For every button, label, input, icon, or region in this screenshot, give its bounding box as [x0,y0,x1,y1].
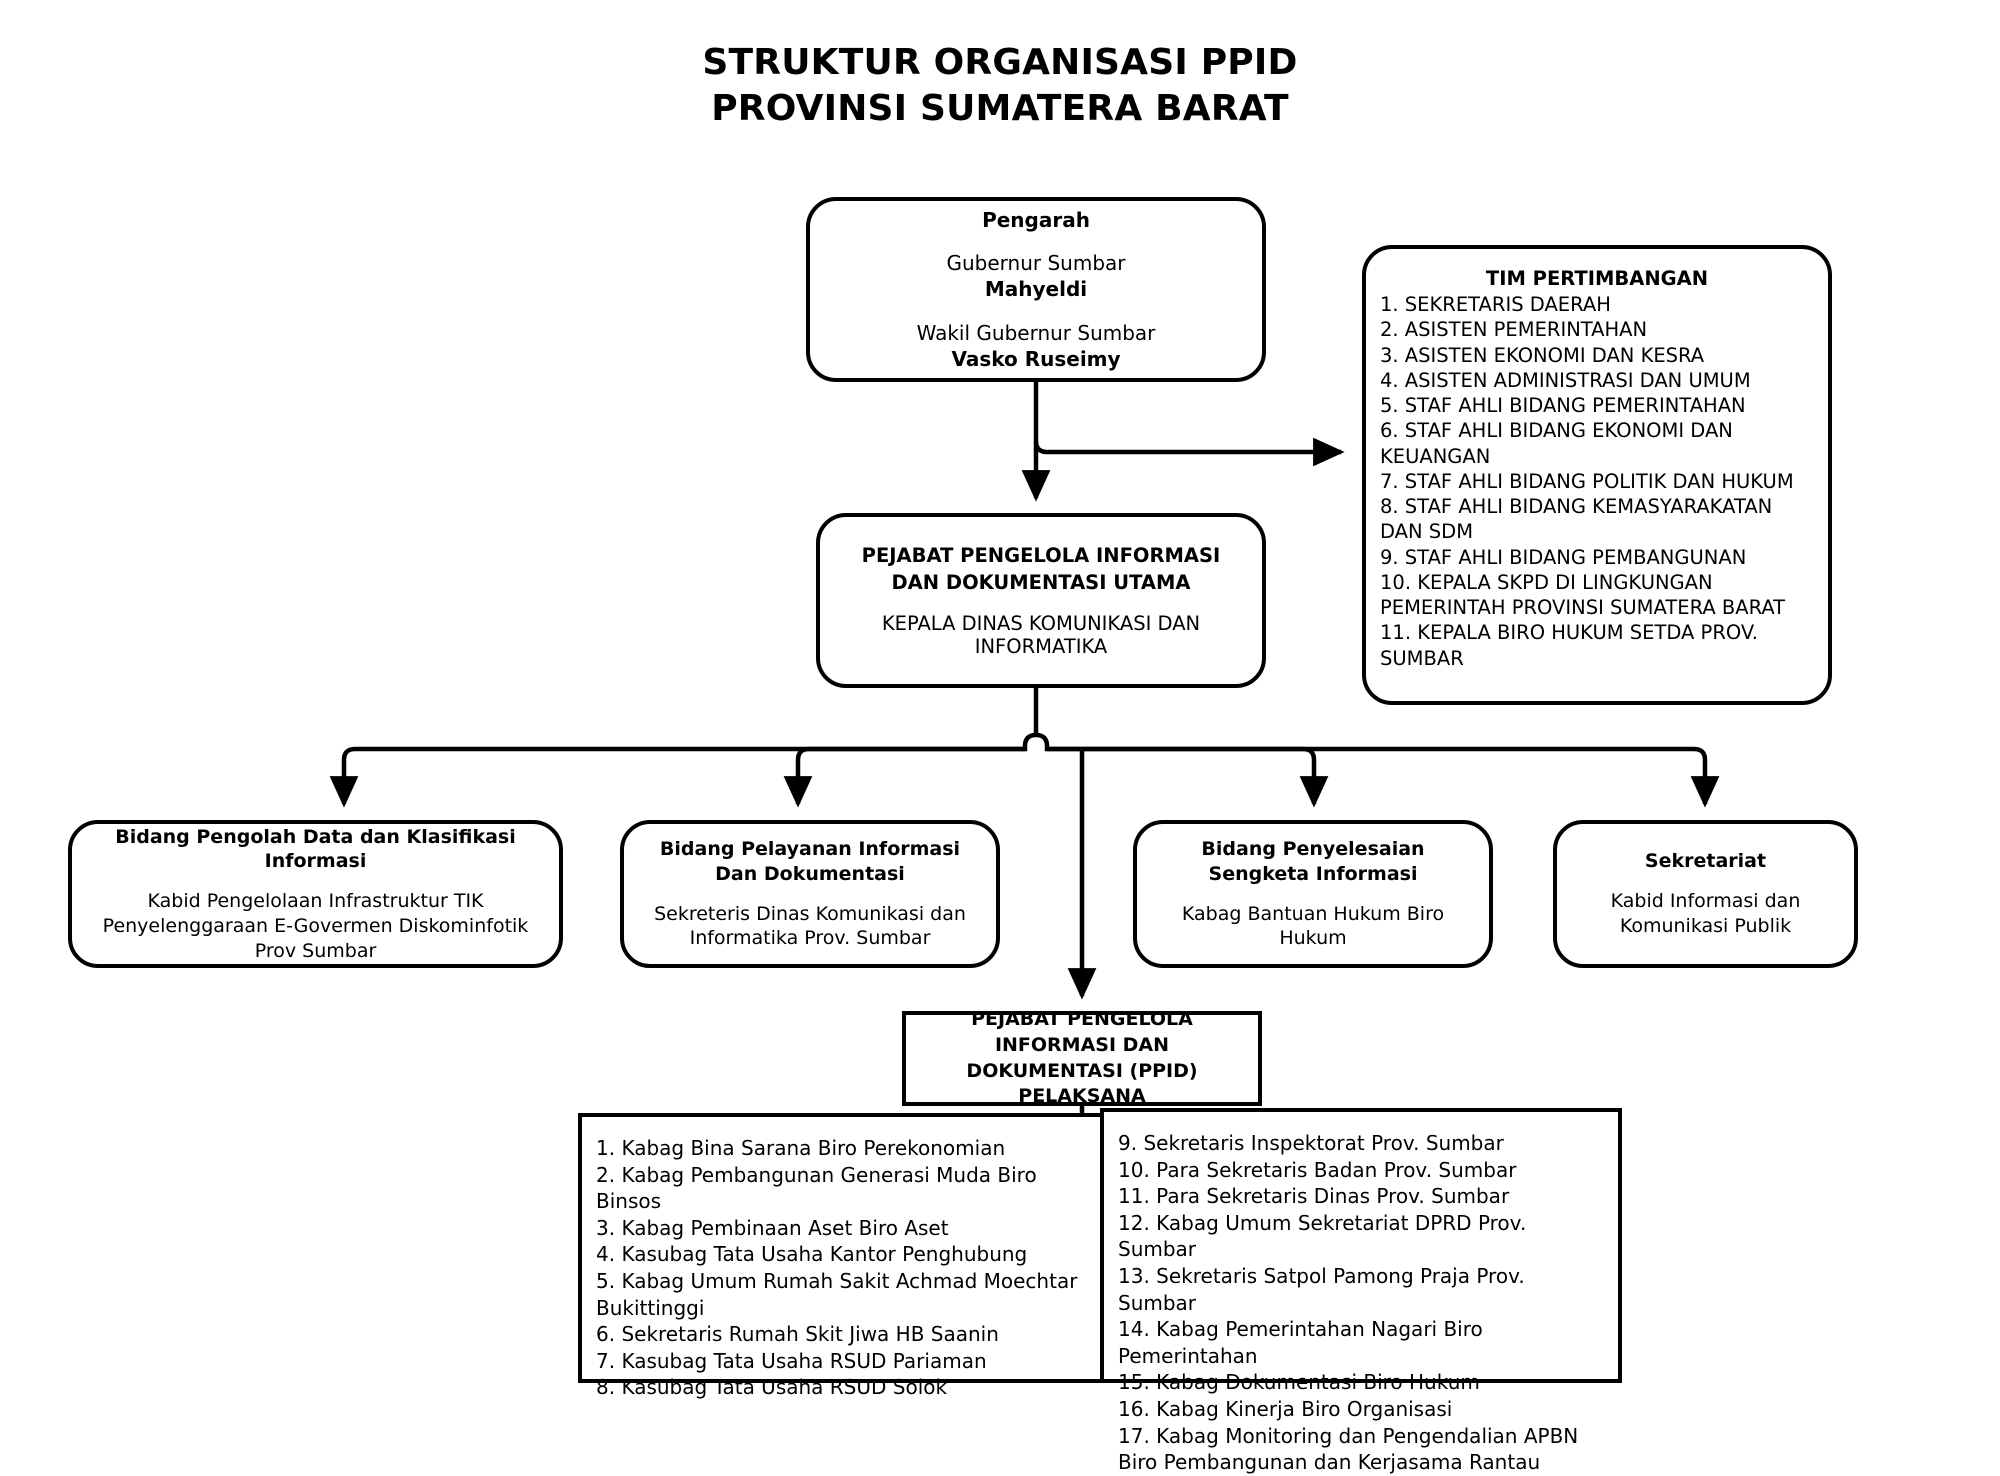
pelaksana-item: 7. Kasubag Tata Usaha RSUD Pariaman [596,1348,987,1373]
page-title-line-2: PROVINSI SUMATERA BARAT [711,88,1289,130]
tim-item: 1. SEKRETARIS DAERAH [1380,293,1611,316]
node-tim-pertimbangan[interactable]: TIM PERTIMBANGAN 1. SEKRETARIS DAERAH 2.… [1362,245,1832,705]
pelaksana-item: 12. Kabag Umum Sekretariat DPRD Prov. Su… [1118,1210,1527,1262]
node-pengarah[interactable]: Pengarah Gubernur Sumbar Mahyeldi Wakil … [806,197,1266,382]
tim-item: 3. ASISTEN EKONOMI DAN KESRA [1380,343,1705,367]
wire-bus-to-bidang-2 [1047,746,1329,808]
pelaksana-item: 4. Kasubag Tata Usaha Kantor Penghubung [596,1242,1028,1267]
pelaksana-item: 17. Kabag Monitoring dan Pengendalian AP… [1118,1423,1579,1475]
pengarah-spacer-1 [917,233,1156,250]
bidang-1-heading: Bidang Pelayanan Informasi Dan Dokumenta… [659,838,961,885]
bidang-3-content: Sekretariat Kabid Informasi dan Komunika… [1557,849,1854,938]
pengarah-name-2: Vasko Ruseimy [951,347,1121,372]
tim-item: 10. KEPALA SKPD DI LINGKUNGAN PEMERINTAH… [1380,570,1786,619]
tim-pertimbangan-list: 1. SEKRETARIS DAERAH 2. ASISTEN PEMERINT… [1380,292,1814,671]
bidang-3-subtitle: Kabid Informasi dan Komunikasi Publik [1610,890,1801,937]
pelaksana-item: 6. Sekretaris Rumah Skit Jiwa HB Saanin [596,1322,999,1347]
bidang-2-content: Bidang Penyelesaian Sengketa Informasi K… [1137,837,1489,951]
page-title-line-1: STRUKTUR ORGANISASI PPID [702,42,1298,83]
pelaksana-item: 16. Kabag Kinerja Biro Organisasi [1118,1396,1453,1421]
ppid-pelaksana-heading: PEJABAT PENGELOLA INFORMASI DAN DOKUMENT… [966,1008,1198,1108]
org-chart-canvas: STRUKTUR ORGANISASI PPID PROVINSI SUMATE… [0,40,2000,1474]
node-ppid-pelaksana-header[interactable]: PEJABAT PENGELOLA INFORMASI DAN DOKUMENT… [902,1008,1262,1107]
bidang-2-spacer [1151,887,1475,902]
wire-pengarah-to-tim [1033,437,1345,467]
node-sekretariat[interactable]: Sekretariat Kabid Informasi dan Komunika… [1553,820,1858,968]
node-bidang-pelayanan-informasi[interactable]: Bidang Pelayanan Informasi Dan Dokumenta… [620,820,1000,968]
pelaksana-item: 9. Sekretaris Inspektorat Prov. Sumbar [1118,1131,1504,1155]
bidang-0-content: Bidang Pengolah Data dan Klasifikasi Inf… [72,825,559,963]
tim-item: 6. STAF AHLI BIDANG EKONOMI DAN KEUANGAN [1380,419,1733,468]
pelaksana-item: 5. Kabag Umum Rumah Sakit Achmad Moechta… [596,1268,1078,1320]
pelaksana-item: 15. Kabag Dokumentasi Biro Hukum [1118,1370,1480,1395]
tim-item: 11. KEPALA BIRO HUKUM SETDA PROV. SUMBAR [1380,621,1758,670]
pelaksana-item: 13. Sekretaris Satpol Pamong Praja Prov.… [1118,1263,1525,1315]
page-title: STRUKTUR ORGANISASI PPID PROVINSI SUMATE… [0,40,2000,132]
ppid-utama-heading: PEJABAT PENGELOLA INFORMASI DAN DOKUMENT… [861,544,1221,594]
ppid-utama-spacer [842,596,1240,612]
wire-bus-to-bidang-3 [1035,732,1720,808]
pelaksana-item: 2. Kabag Pembangunan Generasi Muda Biro … [596,1162,1037,1214]
ppid-utama-subtitle: KEPALA DINAS KOMUNIKASI DAN INFORMATIKA [881,611,1201,658]
tim-item: 9. STAF AHLI BIDANG PEMBANGUNAN [1380,545,1747,569]
bidang-0-heading: Bidang Pengolah Data dan Klasifikasi Inf… [115,825,516,873]
pelaksana-item: 11. Para Sekretaris Dinas Prov. Sumbar [1118,1184,1510,1209]
bidang-1-spacer [638,887,982,902]
tim-pertimbangan-heading: TIM PERTIMBANGAN [1485,267,1709,290]
pengarah-name-1: Mahyeldi [984,277,1088,302]
tim-item: 4. ASISTEN ADMINISTRASI DAN UMUM [1380,368,1751,392]
pelaksana-item: 8. Kasubag Tata Usaha RSUD Solok [596,1375,948,1400]
pengarah-heading: Pengarah [982,207,1090,232]
tim-item: 2. ASISTEN PEMERINTAHAN [1380,318,1648,342]
ppid-pelaksana-list-left[interactable]: 1. Kabag Bina Sarana Biro Perekonomian 2… [578,1113,1106,1399]
pengarah-role-1: Gubernur Sumbar [946,250,1126,275]
bidang-2-subtitle: Kabag Bantuan Hukum Biro Hukum [1181,902,1445,950]
pengarah-role-2: Wakil Gubernur Sumbar [916,320,1156,345]
node-bidang-penyelesaian-sengketa[interactable]: Bidang Penyelesaian Sengketa Informasi K… [1133,820,1493,968]
bidang-2-heading: Bidang Penyelesaian Sengketa Informasi [1201,838,1425,885]
node-ppid-utama[interactable]: PEJABAT PENGELOLA INFORMASI DAN DOKUMENT… [816,513,1266,688]
pengarah-spacer-2 [917,303,1156,320]
tim-item: 5. STAF AHLI BIDANG PEMERINTAHAN [1380,394,1746,417]
wire-bus-to-bidang-0 [329,732,1037,808]
bidang-0-subtitle: Kabid Pengelolaan Infrastruktur TIK Peny… [102,890,529,962]
wire-bus-to-bidang-1 [783,746,1025,808]
pengarah-content: Pengarah Gubernur Sumbar Mahyeldi Wakil … [917,207,1156,373]
bidang-3-spacer [1571,874,1840,889]
ppid-utama-content: PEJABAT PENGELOLA INFORMASI DAN DOKUMENT… [820,543,1262,658]
bidang-3-heading: Sekretariat [1644,850,1767,873]
pelaksana-item: 3. Kabag Pembinaan Aset Biro Aset [596,1215,949,1240]
pelaksana-item: 10. Para Sekretaris Badan Prov. Sumbar [1118,1157,1517,1182]
node-bidang-pengolah-data[interactable]: Bidang Pengolah Data dan Klasifikasi Inf… [68,820,563,968]
bidang-1-subtitle: Sekreteris Dinas Komunikasi dan Informat… [654,902,966,950]
tim-item: 7. STAF AHLI BIDANG POLITIK DAN HUKUM [1380,469,1794,493]
bidang-1-content: Bidang Pelayanan Informasi Dan Dokumenta… [624,837,996,951]
bidang-0-spacer [86,874,545,889]
ppid-pelaksana-list-right[interactable]: 9. Sekretaris Inspektorat Prov. Sumbar 1… [1100,1108,1622,1474]
pelaksana-item: 1. Kabag Bina Sarana Biro Perekonomian [596,1136,1006,1160]
pelaksana-item: 14. Kabag Pemerintahan Nagari Biro Pemer… [1118,1317,1483,1368]
tim-item: 8. STAF AHLI BIDANG KEMASYARAKATAN DAN S… [1380,495,1773,544]
